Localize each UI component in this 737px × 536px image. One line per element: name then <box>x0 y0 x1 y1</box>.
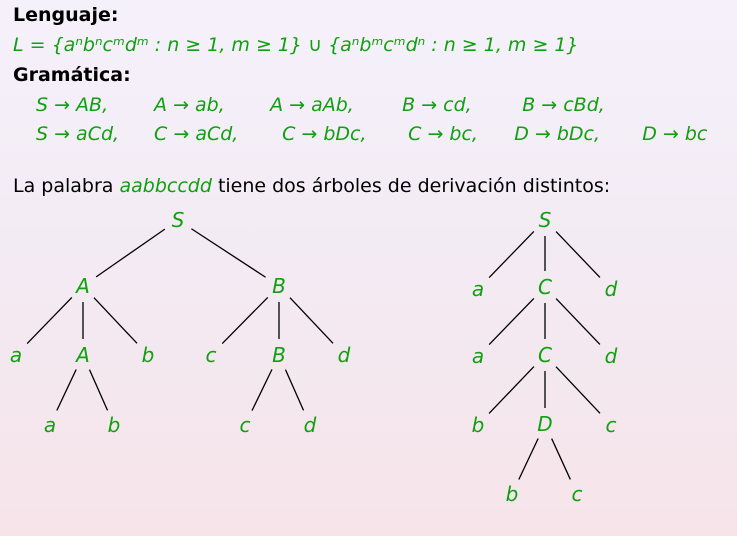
rule-b-cd: B → cd, <box>402 94 472 116</box>
tree1-edge-S-B1 <box>191 228 266 278</box>
sentence-suffix: tiene dos árboles de derivación distinto… <box>217 175 611 197</box>
tree1-edge-A1-a1 <box>26 297 73 344</box>
tree1-edge-A2-a2 <box>56 369 77 411</box>
tree1-edge-B1-c1 <box>221 296 269 345</box>
gramatica-heading: Gramática: <box>13 64 131 86</box>
tree2-node-S: S <box>539 208 552 232</box>
tree1-node-a2: a <box>44 413 56 437</box>
tree1-edge-A2-b2 <box>88 369 109 411</box>
tree1-node-S: S <box>172 208 185 232</box>
grammar-row-1: S → AB, A → ab, A → aAb, B → cd, B → cBd… <box>36 94 605 116</box>
tree2-edge-C2-c1 <box>555 366 601 414</box>
tree1-node-B1: B <box>272 274 286 298</box>
tree2-node-C1: C <box>538 275 552 299</box>
tree1-node-d2: d <box>304 413 317 437</box>
rule-c-bdc: C → bDc, <box>282 123 367 145</box>
rule-a-aab: A → aAb, <box>270 94 354 116</box>
tree2-edge-C1-d2 <box>555 298 601 345</box>
tree2-node-C2: C <box>538 343 552 367</box>
tree1-edge-S-A1 <box>95 228 166 278</box>
tree1-node-b1: b <box>142 343 155 367</box>
tree2-node-D: D <box>537 412 552 436</box>
tree2-node-b2: b <box>506 482 519 506</box>
rule-d-bc: D → bc <box>642 123 708 145</box>
tree1-node-A1: A <box>74 274 90 298</box>
sentence: La palabra aabbccdd tiene dos árboles de… <box>13 175 610 197</box>
tree1-edge-B2-d2 <box>284 369 305 411</box>
tree2-node-b1: b <box>472 413 485 437</box>
tree1-node-c1: c <box>206 343 217 367</box>
tree1-node-b2: b <box>108 413 121 437</box>
rule-b-cbd: B → cBd, <box>522 94 605 116</box>
tree1-edge-B2-c2 <box>251 369 273 411</box>
tree2-edge-D-c2 <box>551 438 571 480</box>
rule-d-bdc: D → bDc, <box>514 123 600 145</box>
tree2-node-c2: c <box>572 482 583 506</box>
tree2-edge-S-d1 <box>555 231 601 278</box>
tree1-node-A2: A <box>74 343 90 367</box>
tree1-edge-B1-d1 <box>289 297 334 344</box>
tree2-edge-C1-a2 <box>488 298 535 345</box>
tree2-node-a1: a <box>472 277 484 301</box>
tree1-node-a1: a <box>10 343 22 367</box>
lenguaje-heading: Lenguaje: <box>13 4 119 26</box>
tree2-node-a2: a <box>472 344 484 368</box>
rule-c-bc: C → bc, <box>408 123 478 145</box>
language-definition: L = {aⁿbⁿcᵐdᵐ : n ≥ 1, m ≥ 1} ∪ {aⁿbᵐcᵐd… <box>13 34 579 56</box>
tree1-node-B2: B <box>272 343 286 367</box>
sentence-prefix: La palabra <box>13 175 114 197</box>
tree2-node-d1: d <box>605 277 618 301</box>
tree2-node-d2: d <box>605 344 618 368</box>
tree2-node-c1: c <box>606 413 617 437</box>
tree2-edge-S-a1 <box>488 231 535 278</box>
tree2-edge-D-b2 <box>518 438 539 480</box>
rule-a-ab: A → ab, <box>154 94 225 116</box>
tree2-edge-C2-b1 <box>488 366 535 414</box>
tree1-node-c2: c <box>240 413 251 437</box>
tree1-node-d1: d <box>338 343 351 367</box>
sentence-word: aabbccdd <box>119 175 212 197</box>
tree1-edge-A1-b1 <box>93 297 138 344</box>
rule-c-acd: C → aCd, <box>154 123 239 145</box>
grammar-row-2: S → aCd, C → aCd, C → bDc, C → bc, D → b… <box>36 123 707 145</box>
rule-s-acd: S → aCd, <box>36 123 120 145</box>
rule-s-ab: S → AB, <box>36 94 109 116</box>
